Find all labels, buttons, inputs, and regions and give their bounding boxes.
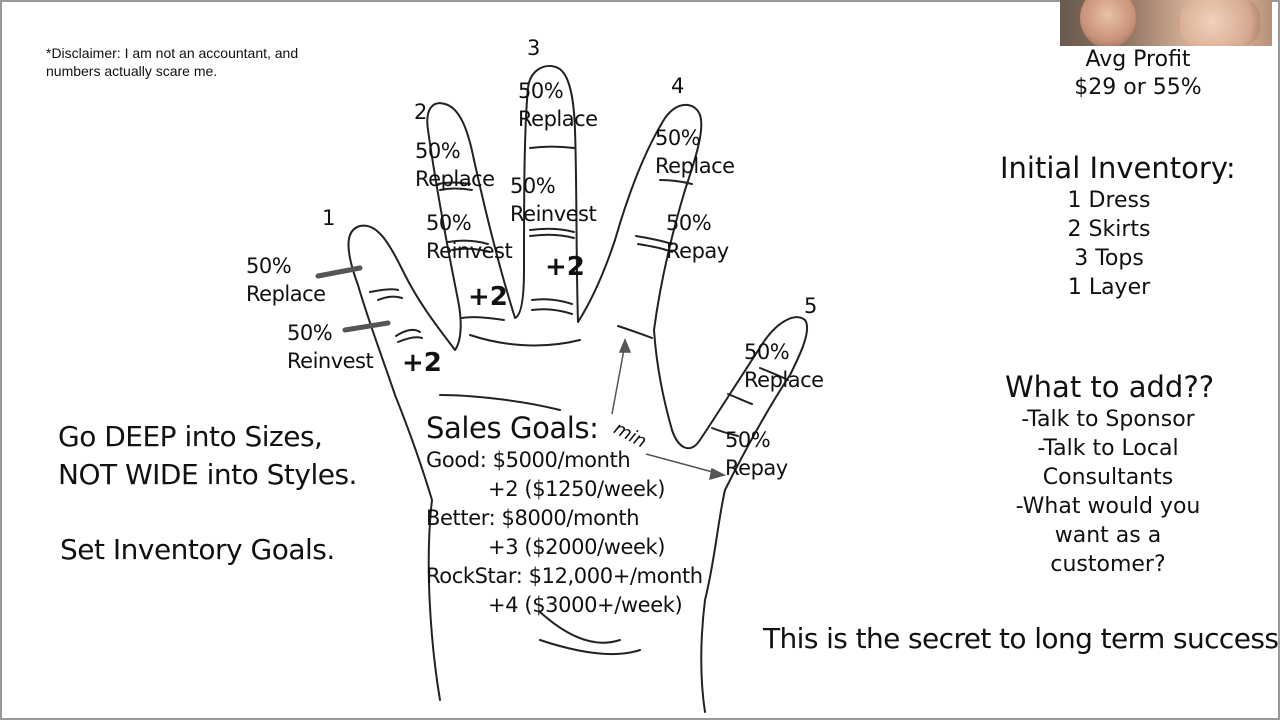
what-to-add-line: customer? bbox=[1050, 552, 1166, 577]
left-note-line-2: NOT WIDE into Styles. bbox=[58, 458, 357, 491]
sales-goal-better-sub: +3 ($2000/week) bbox=[488, 535, 666, 559]
sales-goals: Sales Goals: Good: $5000/month +2 ($1250… bbox=[426, 410, 703, 620]
what-to-add: What to add?? -Talk to Sponsor -Talk to … bbox=[1005, 369, 1215, 579]
initial-inventory-title: Initial Inventory: bbox=[1000, 151, 1236, 185]
finger-5-number: 5 bbox=[804, 294, 818, 318]
avg-profit-value: $29 or 55% bbox=[1074, 75, 1202, 100]
finger-4-repay: 50% Repay bbox=[666, 209, 729, 265]
finger-3-reinvest: 50% Reinvest bbox=[510, 172, 597, 228]
finger-2-reinvest: 50% Reinvest bbox=[426, 209, 513, 265]
sales-goal-rockstar-sub: +4 ($3000+/week) bbox=[488, 593, 683, 617]
presenter-face bbox=[1080, 0, 1136, 46]
finger-3-replace-label: Replace bbox=[518, 107, 598, 131]
inventory-item: 2 Skirts bbox=[1067, 217, 1151, 242]
finger-1-plus: +2 bbox=[402, 348, 442, 378]
finger-2-replace-label: Replace bbox=[415, 167, 495, 191]
finger-5-repay: 50% Repay bbox=[725, 426, 788, 482]
finger-1-replace: 50% Replace bbox=[246, 252, 326, 308]
finger-1-reinvest-pct: 50% bbox=[287, 321, 333, 345]
finger-5-replace-label: Replace bbox=[744, 368, 824, 392]
sales-goal-better: Better: $8000/month bbox=[426, 506, 640, 530]
finger-1-replace-label: Replace bbox=[246, 282, 326, 306]
finger-2-reinvest-pct: 50% bbox=[426, 211, 472, 235]
finger-2-reinvest-label: Reinvest bbox=[426, 239, 513, 263]
what-to-add-line: Consultants bbox=[1042, 465, 1174, 490]
what-to-add-line: -Talk to Sponsor bbox=[1021, 407, 1195, 432]
initial-inventory: Initial Inventory: 1 Dress 2 Skirts 3 To… bbox=[1000, 150, 1236, 302]
finger-2-replace-pct: 50% bbox=[415, 139, 461, 163]
sales-goal-rockstar: RockStar: $12,000+/month bbox=[426, 564, 703, 588]
finger-3-reinvest-label: Reinvest bbox=[510, 202, 597, 226]
finger-2-number: 2 bbox=[414, 100, 428, 124]
finger-3-replace: 50% Replace bbox=[518, 77, 598, 133]
finger-1-reinvest-label: Reinvest bbox=[287, 349, 374, 373]
inventory-item: 3 Tops bbox=[1074, 246, 1144, 271]
what-to-add-line: -Talk to Local bbox=[1037, 436, 1179, 461]
presenter-hand bbox=[1180, 0, 1260, 46]
finger-3-plus: +2 bbox=[545, 252, 585, 282]
what-to-add-title: What to add?? bbox=[1005, 370, 1215, 404]
finger-2-plus: +2 bbox=[468, 282, 508, 312]
avg-profit: Avg Profit $29 or 55% bbox=[1060, 46, 1216, 102]
what-to-add-line: want as a bbox=[1054, 523, 1162, 548]
avg-profit-label: Avg Profit bbox=[1085, 47, 1191, 72]
left-note-line-1: Go DEEP into Sizes, bbox=[58, 420, 323, 453]
finger-1-number: 1 bbox=[322, 206, 336, 230]
hand-outline bbox=[347, 65, 809, 713]
disclaimer-line-2: numbers actually scare me. bbox=[46, 63, 218, 79]
finger-4-repay-pct: 50% bbox=[666, 211, 712, 235]
inventory-item: 1 Layer bbox=[1067, 275, 1151, 300]
finger-4-number: 4 bbox=[671, 74, 685, 98]
finger-5-repay-label: Repay bbox=[725, 456, 788, 480]
what-to-add-line: -What would you bbox=[1015, 494, 1201, 519]
finger-3-replace-pct: 50% bbox=[518, 79, 564, 103]
sales-goal-good-sub: +2 ($1250/week) bbox=[488, 477, 666, 501]
disclaimer: *Disclaimer: I am not an accountant, and… bbox=[46, 44, 298, 80]
webcam-thumbnail bbox=[1060, 0, 1272, 46]
sales-goal-good: Good: $5000/month bbox=[426, 448, 631, 472]
sales-goals-title: Sales Goals: bbox=[426, 411, 599, 445]
finger-1-replace-pct: 50% bbox=[246, 254, 292, 278]
finger-4-replace-label: Replace bbox=[655, 154, 735, 178]
finger-4-replace: 50% Replace bbox=[655, 124, 735, 180]
finger-4-replace-pct: 50% bbox=[655, 126, 701, 150]
footer-tagline: This is the secret to long term success. bbox=[763, 622, 1280, 655]
finger-2-replace: 50% Replace bbox=[415, 137, 495, 193]
finger-5-repay-pct: 50% bbox=[725, 428, 771, 452]
finger-1-reinvest: 50% Reinvest bbox=[287, 319, 374, 375]
finger-4-repay-label: Repay bbox=[666, 239, 729, 263]
finger-5-replace-pct: 50% bbox=[744, 340, 790, 364]
left-note-line-3: Set Inventory Goals. bbox=[60, 533, 335, 566]
left-notes: Go DEEP into Sizes, NOT WIDE into Styles… bbox=[58, 418, 357, 494]
inventory-item: 1 Dress bbox=[1067, 188, 1151, 213]
finger-3-reinvest-pct: 50% bbox=[510, 174, 556, 198]
disclaimer-line-1: *Disclaimer: I am not an accountant, and bbox=[46, 45, 299, 61]
finger-3-number: 3 bbox=[527, 36, 541, 60]
finger-5-replace: 50% Replace bbox=[744, 338, 824, 394]
